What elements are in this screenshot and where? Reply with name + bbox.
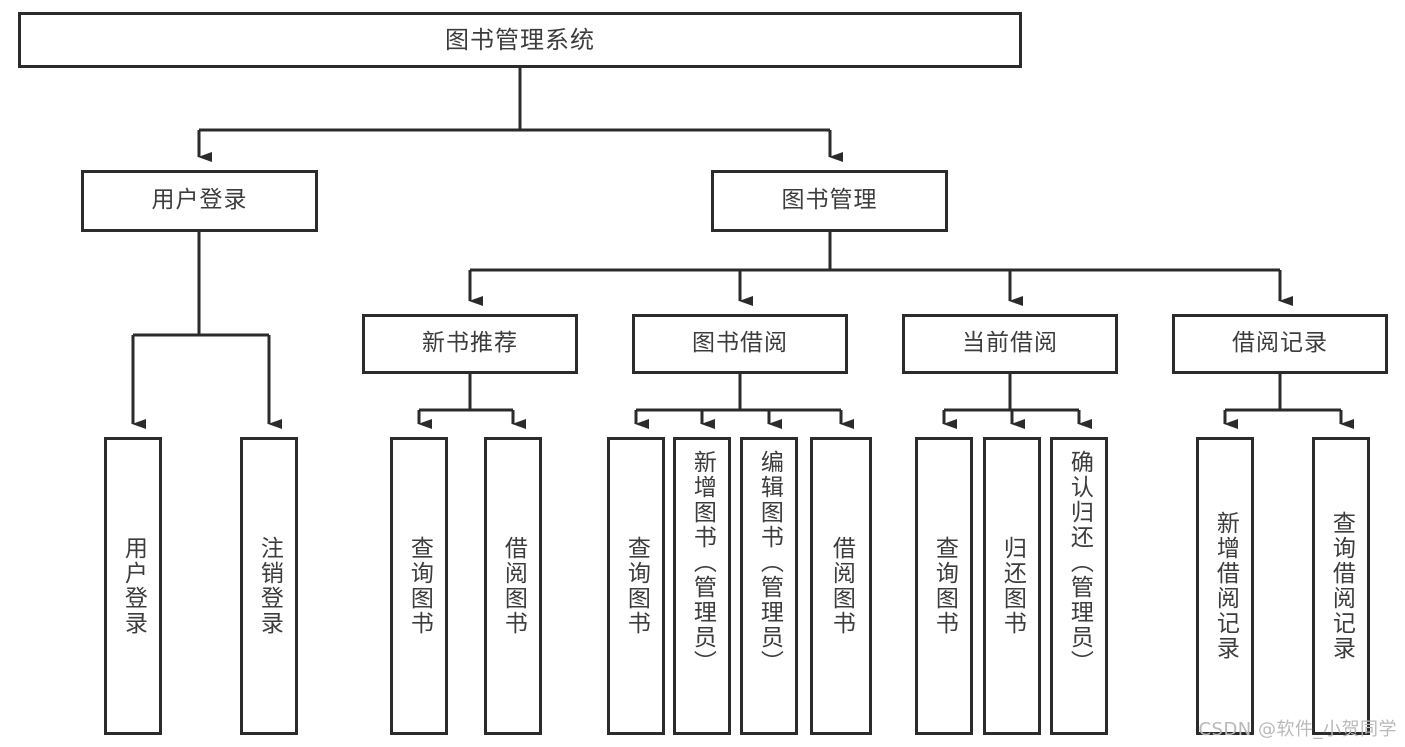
node-user-login-label: 用户登录 — [151, 187, 248, 214]
node-leaf-query-book-recommend[interactable]: 查询图书 — [390, 437, 448, 735]
node-leaf-add-borrow-record-label: 新增借阅记录 — [1212, 511, 1239, 661]
node-leaf-query-book-borrow[interactable]: 查询图书 — [607, 437, 665, 735]
node-book-management[interactable]: 图书管理 — [711, 170, 948, 232]
node-leaf-borrow-book-label: 借阅图书 — [828, 536, 855, 636]
node-leaf-edit-book-admin-label: 编辑图书（管理员） — [756, 450, 783, 675]
node-leaf-query-book-borrow-label: 查询图书 — [623, 536, 650, 636]
node-borrow-record[interactable]: 借阅记录 — [1172, 314, 1388, 374]
node-leaf-return-book-label: 归还图书 — [999, 536, 1026, 636]
node-leaf-add-book-admin-label: 新增图书（管理员） — [689, 450, 716, 675]
node-leaf-borrow-book[interactable]: 借阅图书 — [810, 437, 872, 735]
node-leaf-confirm-return-admin-label: 确认归还（管理员） — [1066, 450, 1093, 675]
node-root-label: 图书管理系统 — [445, 25, 595, 54]
node-leaf-add-book-admin[interactable]: 新增图书（管理员） — [673, 437, 731, 735]
node-leaf-query-book-current[interactable]: 查询图书 — [915, 437, 973, 735]
node-borrow-record-label: 借阅记录 — [1232, 330, 1328, 357]
node-leaf-borrow-book-recommend-label: 借阅图书 — [500, 536, 527, 636]
node-leaf-return-book[interactable]: 归还图书 — [983, 437, 1041, 735]
node-leaf-query-borrow-record[interactable]: 查询借阅记录 — [1312, 437, 1370, 735]
node-leaf-confirm-return-admin[interactable]: 确认归还（管理员） — [1050, 437, 1108, 735]
node-leaf-borrow-book-recommend[interactable]: 借阅图书 — [484, 437, 542, 735]
node-current-borrow[interactable]: 当前借阅 — [902, 314, 1118, 374]
node-leaf-add-borrow-record[interactable]: 新增借阅记录 — [1196, 437, 1254, 735]
csdn-watermark: CSDN @软件_小贺同学 — [1198, 719, 1397, 740]
node-leaf-query-book-recommend-label: 查询图书 — [406, 536, 433, 636]
node-current-borrow-label: 当前借阅 — [962, 330, 1058, 357]
node-leaf-user-login-label: 用户登录 — [120, 536, 147, 636]
node-user-login[interactable]: 用户登录 — [81, 170, 318, 232]
node-leaf-user-login[interactable]: 用户登录 — [104, 437, 162, 735]
node-book-management-label: 图书管理 — [781, 187, 878, 214]
node-new-book-recommend-label: 新书推荐 — [422, 330, 518, 357]
node-leaf-logout[interactable]: 注销登录 — [240, 437, 298, 735]
node-leaf-logout-label: 注销登录 — [256, 536, 283, 636]
node-book-borrow[interactable]: 图书借阅 — [632, 314, 848, 374]
node-leaf-query-borrow-record-label: 查询借阅记录 — [1328, 511, 1355, 661]
node-leaf-query-book-current-label: 查询图书 — [931, 536, 958, 636]
node-leaf-edit-book-admin[interactable]: 编辑图书（管理员） — [740, 437, 798, 735]
node-book-borrow-label: 图书借阅 — [692, 330, 788, 357]
node-root[interactable]: 图书管理系统 — [18, 12, 1022, 68]
node-new-book-recommend[interactable]: 新书推荐 — [362, 314, 578, 374]
